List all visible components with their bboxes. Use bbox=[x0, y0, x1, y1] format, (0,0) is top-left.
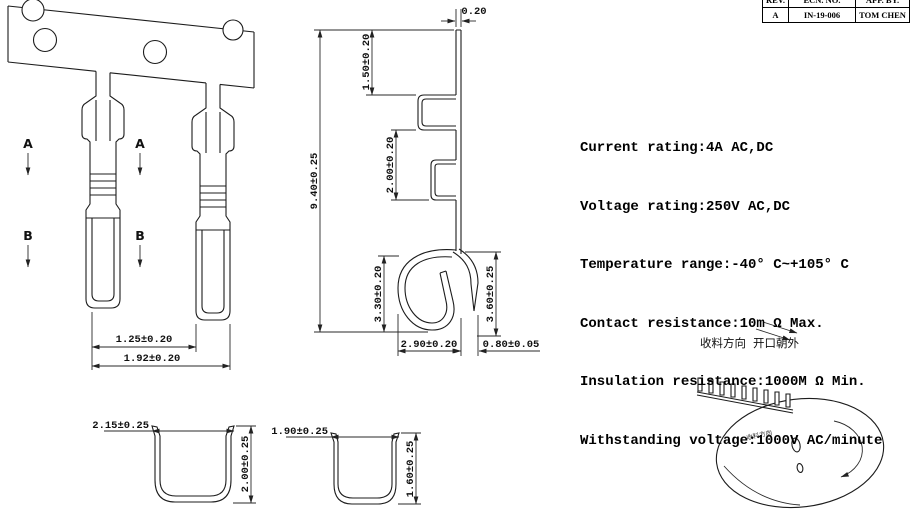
section-bb-shape bbox=[330, 432, 400, 505]
dim-bb-height: 1.60±0.25 bbox=[405, 441, 417, 498]
edge-notch bbox=[222, 19, 244, 41]
pilot-hole bbox=[142, 39, 168, 65]
section-label-b-left: B bbox=[23, 228, 33, 243]
profile-back-strip bbox=[455, 29, 462, 254]
dim-bb-width: 1.90±0.25 bbox=[271, 426, 328, 438]
section-label-a-right: A bbox=[135, 136, 145, 151]
section-aa-shape bbox=[151, 425, 235, 503]
dim-step: 2.00±0.20 bbox=[385, 137, 397, 194]
label-takeup-direction: 收料方向 bbox=[700, 336, 746, 350]
spec-block: Current rating:4A AC,DC Voltage rating:2… bbox=[580, 100, 882, 471]
terminal-left bbox=[81, 51, 125, 309]
feed-strip-line bbox=[696, 391, 794, 414]
dim-aa-height: 2.00±0.25 bbox=[240, 436, 252, 493]
retention-lance bbox=[452, 248, 479, 312]
terminal-right-details bbox=[196, 112, 230, 314]
terminal-left-outline bbox=[81, 51, 125, 309]
spec-line-insulation-resistance: Insulation resistance:1000M Ω Min. bbox=[580, 374, 866, 390]
profile-lower-fold bbox=[430, 159, 456, 201]
appby-header: APP. BY. bbox=[855, 0, 909, 7]
ecn-value: IN-19-006 bbox=[788, 8, 855, 22]
extension-lines bbox=[104, 425, 256, 504]
section-label-a-left: A bbox=[23, 136, 33, 151]
reel-wound-strip-arc bbox=[723, 465, 801, 506]
reel-disc bbox=[715, 397, 885, 509]
feed-strip-terminals bbox=[697, 377, 791, 408]
terminal-right-outline bbox=[191, 63, 235, 321]
revision-table-header-row: REV. ECN. NO. APP. BY. bbox=[763, 0, 909, 7]
dim-front-outer: 1.92±0.20 bbox=[124, 353, 181, 365]
feed-direction-arrow bbox=[755, 328, 791, 341]
revision-table-data-row: A IN-19-006 TOM CHEN bbox=[763, 7, 909, 22]
dim-overall-height: 9.40±0.25 bbox=[309, 153, 321, 210]
carrier-strip-edges bbox=[7, 5, 255, 89]
appby-value: TOM CHEN bbox=[855, 8, 909, 22]
terminal-right bbox=[191, 63, 235, 321]
dim-thickness: 0.20 bbox=[461, 6, 486, 18]
rev-value: A bbox=[772, 10, 779, 20]
front-view: A A B B 1.25±0.20 1.92±0.20 bbox=[7, 0, 255, 370]
revision-table: REV. ECN. NO. APP. BY. A IN-19-006 TOM C… bbox=[762, 0, 910, 23]
spec-line-current: Current rating:4A AC,DC bbox=[580, 140, 774, 156]
contact-loop bbox=[397, 249, 457, 331]
dim-lance-height: 3.60±0.25 bbox=[485, 266, 497, 323]
ecn-header: ECN. NO. bbox=[788, 0, 855, 7]
dim-loop-height: 3.30±0.20 bbox=[373, 266, 385, 323]
rotation-arrow bbox=[833, 420, 863, 478]
spec-line-contact-resistance: Contact resistance:10m Ω Max. bbox=[580, 315, 824, 332]
reel-hub-hole bbox=[796, 463, 804, 473]
feed-direction-arrow bbox=[762, 321, 798, 334]
spec-line-temperature: Temperature range:-40° C~+105° C bbox=[580, 257, 849, 273]
edge-notch bbox=[21, 0, 45, 22]
section-bb-view: 1.90±0.25 1.60±0.25 bbox=[271, 426, 421, 505]
extension-lines bbox=[314, 29, 501, 337]
dim-aa-width: 2.15±0.25 bbox=[92, 420, 149, 432]
dim-lance-gap: 0.80±0.05 bbox=[483, 339, 540, 351]
section-label-b-right: B bbox=[135, 228, 145, 243]
dim-loop-width: 2.90±0.20 bbox=[401, 339, 458, 351]
pilot-hole bbox=[32, 27, 58, 53]
spec-line-withstanding-voltage: Withstanding voltage:1000V AC/minute bbox=[580, 432, 883, 449]
terminal-left-details bbox=[86, 100, 120, 302]
rev-header: REV. bbox=[766, 0, 785, 5]
reel-hub-slot bbox=[791, 437, 801, 453]
carrier-strip-fill bbox=[8, 6, 254, 88]
label-opening-outward: 开口朝外 bbox=[753, 336, 799, 350]
reel-view: 收料方向 收料方向 开口朝外 bbox=[696, 321, 885, 509]
side-view: 0.20 1.50±0.20 2.00±0.20 9.40±0.25 3.30±… bbox=[309, 6, 540, 356]
profile-upper-fold bbox=[417, 94, 456, 131]
extension-lines bbox=[286, 432, 421, 505]
dim-front-inner: 1.25±0.20 bbox=[116, 334, 173, 346]
spec-line-voltage: Voltage rating:250V AC,DC bbox=[580, 198, 791, 215]
dim-tab-height: 1.50±0.20 bbox=[361, 34, 373, 91]
extension-lines bbox=[455, 9, 462, 27]
section-aa-view: 2.15±0.25 2.00±0.25 bbox=[92, 420, 256, 504]
